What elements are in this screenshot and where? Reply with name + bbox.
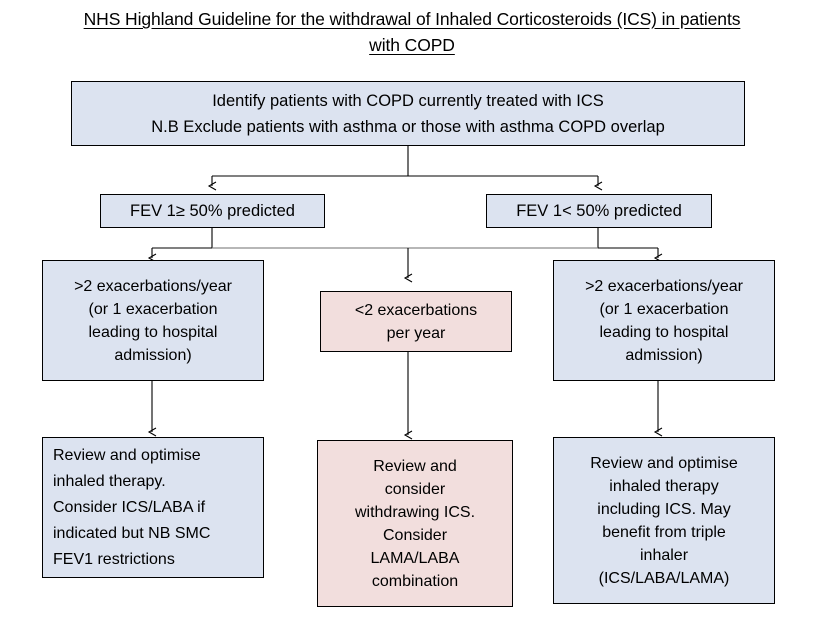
- node-line: <2 exacerbations: [354, 301, 478, 319]
- node-line: Identify patients with COPD currently tr…: [212, 91, 604, 110]
- node-line: (or 1 exacerbation: [599, 300, 729, 318]
- node-identify-patients[interactable]: Identify patients with COPD currently tr…: [71, 81, 745, 146]
- node-line: FEV 1≥ 50% predicted: [130, 201, 295, 220]
- node-line: Consider ICS/LABA if: [53, 498, 206, 516]
- page-title: NHS Highland Guideline for the withdrawa…: [30, 6, 794, 58]
- node-line: >2 exacerbations/year: [74, 277, 232, 295]
- node-line: Review and optimise: [53, 446, 201, 464]
- node-action-left[interactable]: Review and optimise inhaled therapy. Con…: [42, 437, 264, 578]
- node-line: FEV1 restrictions: [53, 550, 175, 568]
- node-line: leading to hospital: [88, 323, 218, 341]
- node-line: (ICS/LABA/LAMA): [598, 569, 730, 587]
- node-exacerbations-mid[interactable]: <2 exacerbations per year: [320, 291, 512, 352]
- node-line: inhaled therapy.: [53, 472, 166, 490]
- node-line: Review and: [373, 457, 457, 475]
- node-line: inhaled therapy: [609, 477, 719, 495]
- node-line: benefit from triple: [602, 523, 726, 541]
- node-action-right[interactable]: Review and optimise inhaled therapy incl…: [553, 437, 775, 604]
- node-line: >2 exacerbations/year: [585, 277, 743, 295]
- node-line: leading to hospital: [599, 323, 729, 341]
- node-line: admission): [625, 346, 703, 364]
- node-exacerbations-left[interactable]: >2 exacerbations/year (or 1 exacerbation…: [42, 260, 264, 381]
- node-line: withdrawing ICS.: [354, 503, 476, 521]
- node-line: indicated but NB SMC: [53, 524, 211, 542]
- node-exacerbations-right[interactable]: >2 exacerbations/year (or 1 exacerbation…: [553, 260, 775, 381]
- node-line: N.B Exclude patients with asthma or thos…: [151, 117, 665, 136]
- node-line: including ICS. May: [597, 500, 731, 518]
- node-line: inhaler: [639, 546, 689, 564]
- node-fev-ge-50[interactable]: FEV 1≥ 50% predicted: [100, 194, 325, 228]
- node-line: per year: [386, 324, 446, 342]
- node-action-mid[interactable]: Review and consider withdrawing ICS. Con…: [317, 440, 513, 607]
- node-line: Review and optimise: [590, 454, 738, 472]
- node-line: (or 1 exacerbation: [88, 300, 218, 318]
- page-title-line-1: NHS Highland Guideline for the withdrawa…: [83, 9, 741, 29]
- node-line: consider: [384, 480, 446, 498]
- edge-identify-split: [207, 146, 603, 191]
- node-line: FEV 1< 50% predicted: [516, 201, 682, 220]
- page-title-line-2: with COPD: [369, 35, 455, 55]
- node-line: LAMA/LABA: [370, 549, 460, 567]
- node-fev-lt-50[interactable]: FEV 1< 50% predicted: [486, 194, 712, 228]
- node-line: combination: [371, 572, 459, 590]
- node-line: Consider: [382, 526, 448, 544]
- node-line: admission): [114, 346, 192, 364]
